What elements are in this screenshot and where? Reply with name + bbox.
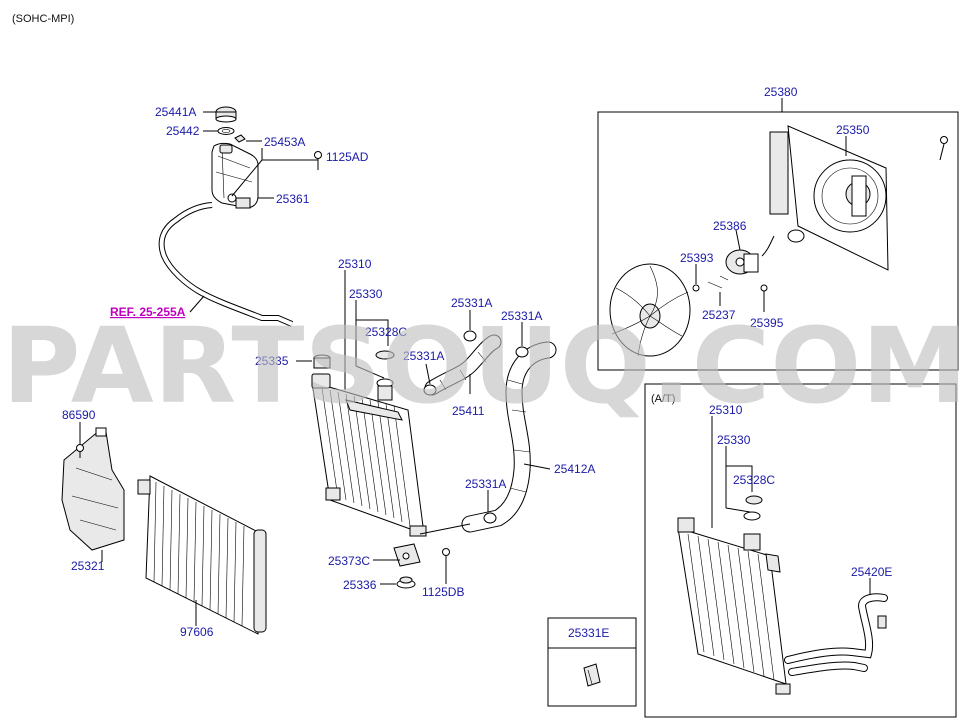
label-at-25328C[interactable]: 25328C	[733, 473, 775, 487]
ref-link-25-255a[interactable]: REF. 25-255A	[110, 305, 186, 319]
label-25373C[interactable]: 25373C	[328, 554, 370, 568]
label-97606[interactable]: 97606	[180, 625, 214, 639]
lower-bolt-part[interactable]	[442, 548, 450, 569]
at-inset-frame	[644, 383, 957, 718]
label-25412A[interactable]: 25412A	[554, 462, 595, 476]
reservoir-clip-part[interactable]	[234, 134, 246, 143]
label-at-25310[interactable]: 25310	[709, 403, 743, 417]
fan-motor-part[interactable]	[725, 249, 759, 275]
reservoir-cap-part[interactable]	[215, 106, 237, 123]
air-guard-part[interactable]	[61, 427, 125, 551]
at-radiator-part[interactable]	[677, 517, 791, 695]
label-25453A[interactable]: 25453A	[264, 135, 305, 149]
radiator-leaders	[296, 270, 551, 585]
at-radiator-cap-part[interactable]	[743, 495, 763, 521]
hose-clamp-part[interactable]	[423, 330, 529, 524]
part-labels: 25441A 25442 25453A 1125AD 25361 25310 2…	[62, 85, 892, 639]
air-guard-fastener-part[interactable]	[76, 444, 84, 459]
radiator-part[interactable]	[311, 373, 427, 537]
engine-variant-header: (SOHC-MPI)	[12, 13, 74, 25]
watermark: PARTSOUQ.COM	[2, 305, 968, 427]
condenser-part[interactable]	[137, 475, 267, 635]
clip-inset: 25331E	[547, 617, 637, 707]
label-25321[interactable]: 25321	[71, 559, 105, 573]
label-25336[interactable]: 25336	[343, 578, 377, 592]
label-25328C[interactable]: 25328C	[365, 325, 407, 339]
label-25331A-upper-left[interactable]: 25331A	[451, 296, 492, 310]
at-leaders	[711, 416, 871, 596]
reservoir-tank-part[interactable]	[211, 142, 259, 209]
fan-shroud-part[interactable]	[761, 125, 889, 271]
label-1125AD[interactable]: 1125AD	[326, 150, 369, 164]
label-25331A-lower[interactable]: 25331A	[465, 477, 506, 491]
at-inset-title: (A/T)	[651, 393, 675, 405]
motor-bracket-part[interactable]	[707, 275, 729, 289]
cooling-fan-part[interactable]	[609, 263, 691, 357]
label-25350[interactable]: 25350	[836, 123, 870, 137]
label-25330[interactable]: 25330	[349, 287, 383, 301]
label-25310[interactable]: 25310	[338, 257, 372, 271]
label-86590[interactable]: 86590	[62, 408, 96, 422]
fan-nut-part[interactable]	[692, 284, 700, 292]
upper-mount-part[interactable]	[313, 354, 331, 369]
radiator-cap-part[interactable]	[375, 350, 395, 401]
reservoir-gasket-part[interactable]	[217, 127, 235, 135]
label-25237[interactable]: 25237	[702, 308, 736, 322]
label-25442[interactable]: 25442	[166, 124, 200, 138]
label-25331A-upper-right[interactable]: 25331A	[501, 309, 542, 323]
hose-clip-part[interactable]	[583, 663, 601, 687]
label-at-25330[interactable]: 25330	[717, 433, 751, 447]
label-25331A-radiator[interactable]: 25331A	[403, 349, 444, 363]
label-1125DB[interactable]: 1125DB	[422, 585, 464, 599]
lower-insulator-part[interactable]	[396, 576, 416, 589]
label-at-25420E[interactable]: 25420E	[851, 565, 892, 579]
ref-leader	[189, 295, 205, 313]
label-25386[interactable]: 25386	[713, 219, 747, 233]
label-25441A[interactable]: 25441A	[155, 105, 196, 119]
label-25361[interactable]: 25361	[276, 192, 310, 206]
label-25393[interactable]: 25393	[680, 251, 714, 265]
label-25395[interactable]: 25395	[750, 316, 784, 330]
reservoir-bolt-part[interactable]	[314, 151, 322, 171]
lower-bracket-part[interactable]	[393, 543, 421, 567]
label-25335[interactable]: 25335	[255, 354, 289, 368]
label-25411[interactable]: 25411	[452, 404, 485, 418]
shroud-bolt-part[interactable]	[939, 136, 948, 161]
label-25380[interactable]: 25380	[764, 85, 798, 99]
label-25331E[interactable]: 25331E	[568, 626, 609, 640]
motor-screw-part[interactable]	[760, 284, 768, 312]
fan-assembly-frame	[597, 111, 959, 371]
reservoir-assembly	[158, 106, 322, 327]
